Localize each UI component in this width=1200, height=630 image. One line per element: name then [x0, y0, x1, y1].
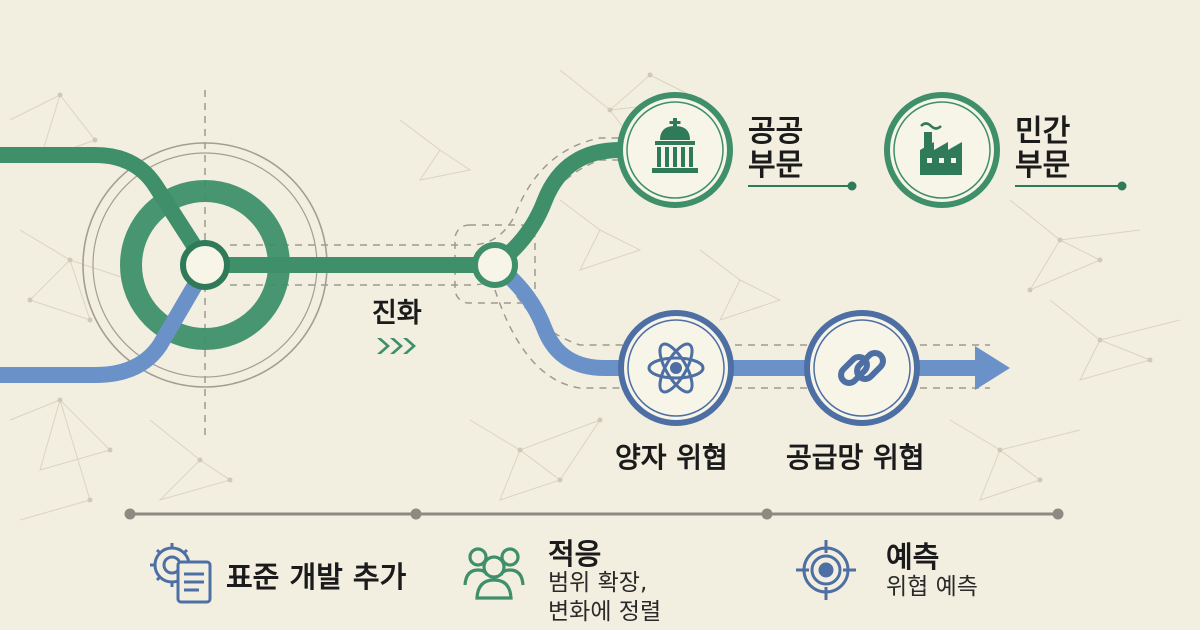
blue-track-incoming — [0, 260, 213, 383]
junction-node — [472, 242, 518, 288]
quantum-threat-label: 양자 위협 — [615, 441, 728, 474]
standard-development-label: 표준 개발 추가 — [226, 560, 407, 594]
public-leader-dot — [847, 181, 857, 191]
government-building-icon — [652, 118, 698, 173]
adapt-subtitle-line2: 변화에 정렬 — [548, 599, 662, 625]
atom-icon — [647, 342, 705, 394]
adapt-title: 적응 — [548, 537, 602, 571]
predict-subtitle: 위협 예측 — [886, 574, 978, 600]
evolution-label: 진화 — [372, 298, 422, 329]
chain-link-icon — [838, 350, 886, 386]
predict-title: 예측 — [886, 540, 940, 574]
public-sector-label-line1: 공공 — [748, 114, 804, 149]
blue-arrow-head — [975, 346, 1010, 390]
private-sector-label-line1: 민간 — [1015, 114, 1071, 149]
green-track-incoming — [0, 147, 208, 263]
public-sector-label-line2: 부문 — [748, 148, 804, 183]
quantum-threat-node — [618, 310, 734, 426]
private-sector-label-line2: 부문 — [1015, 148, 1071, 183]
private-leader-dot — [1117, 181, 1127, 191]
hub-node — [180, 240, 230, 290]
blue-track-branch — [490, 258, 975, 376]
factory-icon — [920, 122, 962, 175]
private-sector-node — [884, 92, 1000, 208]
supply-chain-threat-label: 공급망 위협 — [786, 441, 925, 474]
adapt-subtitle-line1: 범위 확장, — [548, 570, 648, 596]
green-track-branch — [487, 142, 648, 273]
evolution-chevrons — [377, 338, 416, 354]
supply-chain-threat-node — [804, 310, 920, 426]
public-sector-node — [617, 92, 733, 208]
gear-document-icon — [150, 543, 212, 604]
people-group-icon — [463, 547, 525, 600]
bottom-timeline — [124, 508, 1064, 520]
target-icon — [796, 540, 856, 600]
